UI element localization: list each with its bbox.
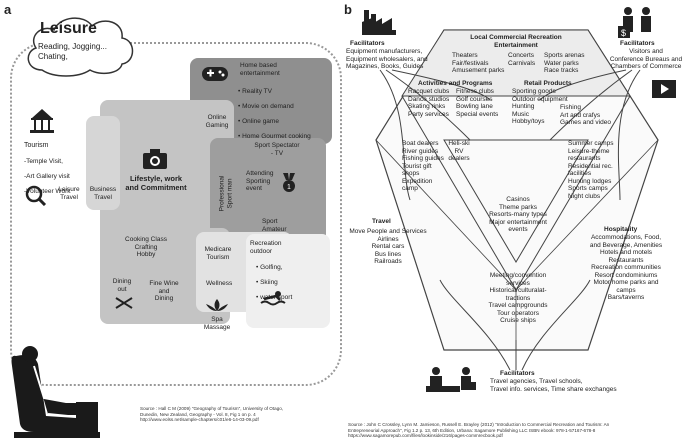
boat-dealers-text: Boat dealers River guides Fishing guides… <box>402 140 444 192</box>
home-items-list: • Reality TV • Movie on demand • Online … <box>238 80 311 148</box>
recreation-outdoor-label: Recreation outdoor <box>250 240 282 255</box>
tourism-item: -Art Gallery visit <box>24 172 70 180</box>
activities-title: Activities and Programs <box>418 80 493 87</box>
travel-title: Travel <box>372 218 391 225</box>
armchair-person-icon <box>11 346 100 438</box>
video-presentation-icon <box>652 80 676 98</box>
entertainment-col-2: Concerts Carnivals <box>508 52 536 67</box>
facilitators-left-text: Equipment manufacturers, Equipment whole… <box>346 48 428 70</box>
source-b: Source : John C Crossley, Lynn M. Jamies… <box>348 422 610 438</box>
wellness-label: Wellness <box>206 280 233 287</box>
leisure-travel-label: Leisure Travel <box>58 186 80 201</box>
casinos-text: Casinos Theme parks Resorts-many types M… <box>489 196 547 233</box>
magnifier-map-icon <box>25 185 47 206</box>
sport-amateur-label: Sport Amateur <box>262 218 287 233</box>
home-item: • Home Gourmet cooking <box>238 132 311 140</box>
retail-col-1: Sporting goods Outdoor equipment Hunting… <box>512 88 568 125</box>
swimmer-icon <box>260 291 286 306</box>
facilitators-bottom-title: Facilitators <box>500 370 535 377</box>
cloud-text: Reading, Jogging... Chating, <box>38 42 107 61</box>
center-label: Lifestyle, work and Commitment <box>125 174 187 192</box>
meeting-text: Meeting/convention services Historical/c… <box>488 272 548 324</box>
sport-spectator-label: Sport Spectator - TV <box>254 142 300 157</box>
activities-col-2: Fitness clubs Golf courses Bowling lane … <box>456 88 499 118</box>
svg-text:1: 1 <box>287 184 291 191</box>
lotus-icon <box>206 299 228 311</box>
cooking-class-label: Cooking Class Crafting Hobby <box>125 236 167 258</box>
recreation-item: • Golfing, <box>256 263 283 271</box>
online-gaming-label: Online Gaming <box>205 114 229 129</box>
tourism-item: -Temple Visit, <box>24 157 63 165</box>
summer-camps-text: Summer camps Leisure-theme restaurants R… <box>568 140 614 200</box>
camera-icon <box>143 149 167 169</box>
fine-wine-label: Fine Wine and Dining <box>149 280 179 302</box>
attending-sporting-label: Attending Sporting event <box>246 170 274 192</box>
tourism-item: -Volunteer Work <box>24 187 71 195</box>
leisure-cloud <box>27 17 134 77</box>
temple-icon <box>30 109 54 133</box>
retail-col-2: Fishing Art and crafys Games and video <box>560 104 611 126</box>
facilitators-right-text: Visitors and Conference Bureaus and Cham… <box>609 48 683 70</box>
retail-title: Retail Products <box>524 80 572 87</box>
home-item: • Reality TV <box>238 87 272 95</box>
professional-sportman-label: Professional Sport man <box>218 175 234 212</box>
dining-out-label: Dining out <box>112 278 132 293</box>
hospitality-title: Hospitality <box>604 226 638 233</box>
panel-a-label: a <box>4 2 12 17</box>
cloud-title: Leisure <box>40 20 97 37</box>
gamepad-icon <box>202 67 228 81</box>
medicare-tourism-label: Medicare Tourism <box>204 246 232 261</box>
entertainment-col-1: Theaters Fair/festivals Amusement parks <box>452 52 505 74</box>
panel-b-label: b <box>344 2 352 17</box>
factory-icon <box>362 10 396 35</box>
spa-label: Spa Massage <box>203 316 231 331</box>
home-item: • Movie on demand <box>238 102 294 110</box>
tourism-label: Tourism <box>24 142 49 149</box>
svg-text:$: $ <box>621 28 626 38</box>
cutlery-icon <box>115 297 133 309</box>
facilitators-right-title: Facilitators <box>620 40 655 47</box>
hexagon-diagram <box>375 29 659 371</box>
local-commercial-title: Local Commercial Recreation <box>470 34 562 41</box>
recreation-region <box>246 234 330 328</box>
facilitators-bottom-text: Travel agencies, Travel schools, Travel … <box>490 378 617 393</box>
entertainment-title: Entertainment <box>494 42 538 49</box>
recreation-item: • Skiing <box>256 278 278 286</box>
home-entertainment-label: Home based entertainment <box>240 62 280 77</box>
travel-agent-icon <box>426 367 476 392</box>
travel-items: Move People and Services Airlines Rental… <box>349 228 427 265</box>
business-travel-region <box>86 116 120 210</box>
medal-icon: 1 <box>283 173 295 192</box>
entertainment-col-3: Sports arenas Water parks Race tracks <box>544 52 585 74</box>
tourism-items: -Temple Visit, -Art Gallery visit -Volun… <box>24 150 70 203</box>
hospitality-items: Accommodations, Food, and Beverage, Amen… <box>589 234 663 301</box>
leisure-boundary <box>10 42 342 386</box>
facilitators-left-title: Facilitators <box>350 40 385 47</box>
source-a: Source : Hall C M (2009) "Geography of T… <box>140 406 284 422</box>
business-travel-label: Business Travel <box>89 186 117 201</box>
heli-ski-text: Heli-ski RV dealers <box>448 140 470 162</box>
home-item: • Online game <box>238 117 279 125</box>
business-people-icon: $ <box>618 7 651 38</box>
activities-col-1: Racquet clubs Dance studios Skating rink… <box>408 88 450 118</box>
